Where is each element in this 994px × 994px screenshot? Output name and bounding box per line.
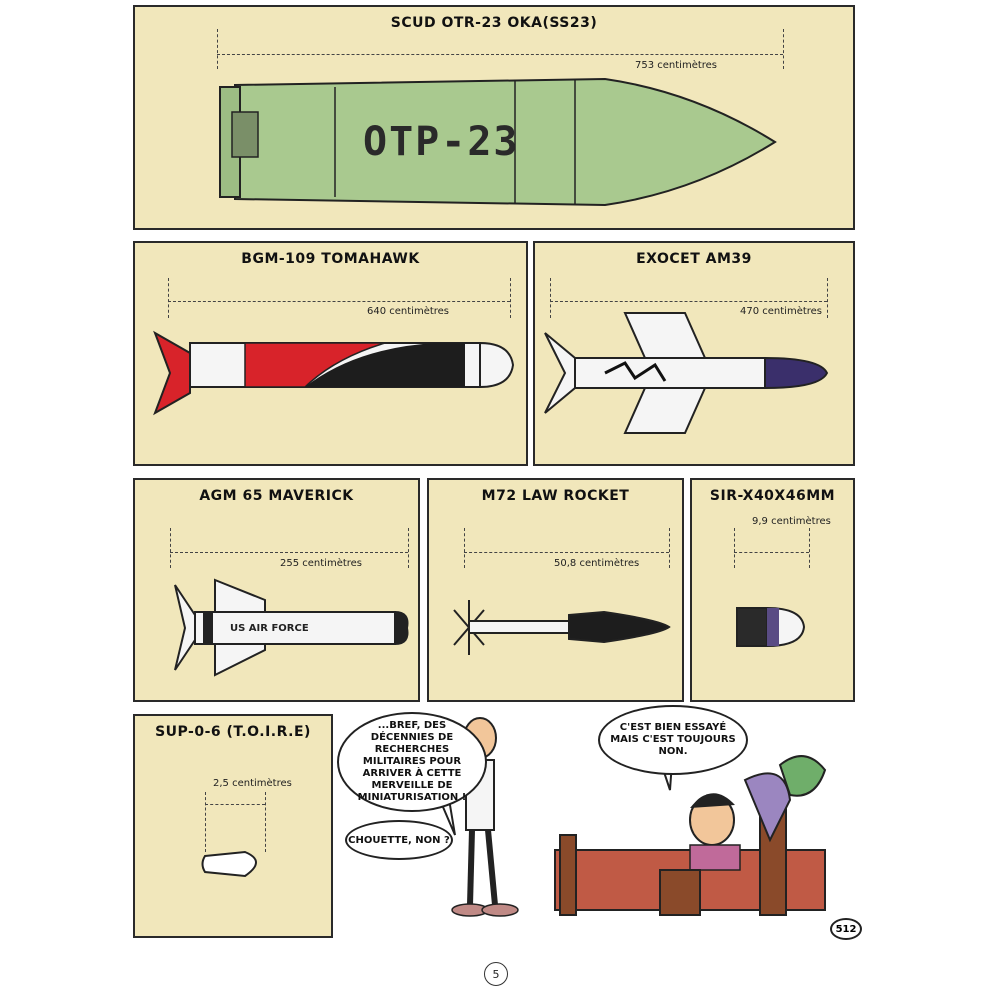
dimension-label: 9,9 centimètres bbox=[752, 516, 831, 527]
dimension-line bbox=[464, 552, 669, 553]
dimension-tick bbox=[783, 29, 784, 69]
maverick-missile-art bbox=[174, 578, 409, 677]
speech-bubble-professor: ...BREF, DES DÉCENNIES DE RECHERCHES MIL… bbox=[337, 712, 487, 812]
sir-grenade-art bbox=[736, 606, 806, 648]
dimension-tick bbox=[168, 278, 169, 318]
panel-title: SCUD OTR-23 OKA(SS23) bbox=[390, 15, 598, 31]
dimension-label: 470 centimètres bbox=[740, 306, 823, 317]
exocet-missile-art bbox=[544, 312, 829, 434]
panel-title: EXOCET AM39 bbox=[636, 251, 752, 267]
dimension-tick bbox=[464, 528, 465, 568]
dimension-line bbox=[734, 552, 809, 553]
sup-capsule-art bbox=[201, 850, 257, 878]
maverick-body-text: US AIR FORCE bbox=[230, 623, 309, 634]
dimension-tick bbox=[809, 528, 810, 568]
dimension-tick bbox=[205, 792, 206, 852]
dimension-tick bbox=[550, 278, 551, 318]
panel-exocet: EXOCET AM39 470 centimètres bbox=[533, 241, 855, 466]
speech-bubble-kid: C'EST BIEN ESSAYÉ MAIS C'EST TOUJOURS NO… bbox=[598, 705, 748, 775]
dimension-tick bbox=[265, 792, 266, 852]
scud-body-text: ОТР-23 bbox=[363, 119, 520, 165]
dimension-tick bbox=[408, 528, 409, 568]
speech-bubble-professor-small: CHOUETTE, NON ? bbox=[345, 820, 453, 860]
panel-sup: SUP-0-6 (T.O.I.R.E) 2,5 centimètres bbox=[133, 714, 333, 938]
law-rocket-art bbox=[453, 600, 671, 655]
panel-tomahawk: BGM-109 TOMAHAWK 640 centimètres bbox=[133, 241, 528, 466]
panel-scud: SCUD OTR-23 OKA(SS23) 753 centimètres ОТ… bbox=[133, 5, 855, 230]
tomahawk-missile-art bbox=[153, 330, 515, 416]
page-number: 5 bbox=[484, 962, 508, 986]
dimension-line bbox=[217, 54, 783, 55]
panel-law: M72 LAW ROCKET 50,8 centimètres bbox=[427, 478, 684, 702]
dimension-label: 50,8 centimètres bbox=[554, 558, 640, 569]
panel-title: SIR-X40X46MM bbox=[709, 488, 836, 504]
panel-title: SUP-0-6 (T.O.I.R.E) bbox=[155, 724, 311, 740]
dimension-label: 2,5 centimètres bbox=[213, 778, 292, 789]
dimension-tick bbox=[170, 528, 171, 568]
dimension-tick bbox=[669, 528, 670, 568]
dimension-tick bbox=[510, 278, 511, 318]
panel-title: BGM-109 TOMAHAWK bbox=[241, 251, 420, 267]
artist-badge: 512 bbox=[830, 918, 862, 940]
dimension-line bbox=[170, 552, 408, 553]
dimension-tick bbox=[734, 528, 735, 568]
panel-title: AGM 65 MAVERICK bbox=[199, 488, 354, 504]
dimension-tick bbox=[827, 278, 828, 318]
panel-sir: SIR-X40X46MM 9,9 centimètres bbox=[690, 478, 855, 702]
dimension-line bbox=[168, 301, 510, 302]
dimension-line bbox=[205, 804, 265, 805]
dimension-tick bbox=[217, 29, 218, 69]
scud-missile-art bbox=[219, 77, 777, 207]
dimension-line bbox=[550, 301, 827, 302]
dimension-label: 753 centimètres bbox=[635, 60, 718, 71]
dimension-label: 640 centimètres bbox=[367, 306, 450, 317]
panel-title: M72 LAW ROCKET bbox=[481, 488, 630, 504]
dimension-label: 255 centimètres bbox=[280, 558, 363, 569]
panel-maverick: AGM 65 MAVERICK 255 centimètres US AIR F… bbox=[133, 478, 420, 702]
